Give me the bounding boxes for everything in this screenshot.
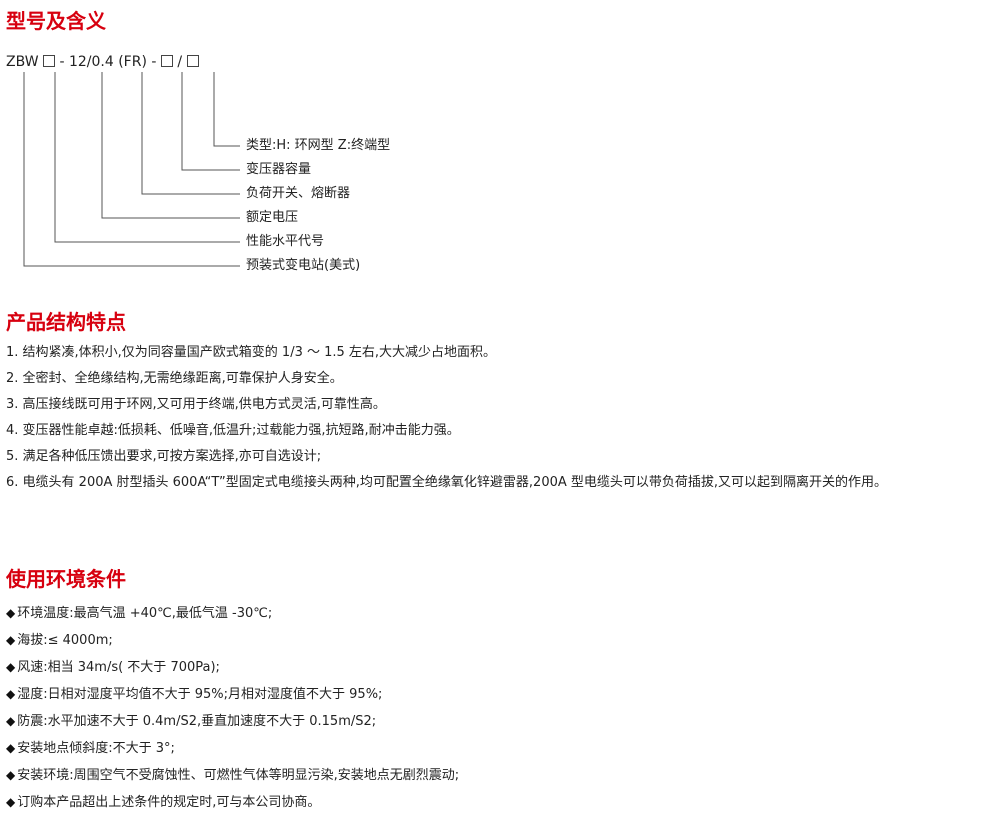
list-item: ◆安装环境:周围空气不受腐蚀性、可燃性气体等明显污染,安装地点无剧烈震动;: [6, 768, 460, 783]
list-item: 3. 高压接线既可用于环网,又可用于终端,供电方式灵活,可靠性高。: [6, 397, 386, 412]
diamond-bullet-icon: ◆: [6, 795, 16, 809]
list-item: 5. 满足各种低压馈出要求,可按方案选择,亦可自选设计;: [6, 449, 322, 464]
model-prefix: ZBW: [6, 54, 39, 70]
diamond-bullet-icon: ◆: [6, 741, 16, 755]
list-item: 1. 结构紧凑,体积小,仅为同容量国产欧式箱变的 1/3 ～ 1.5 左右,大大…: [6, 345, 497, 360]
list-item: ◆海拔:≤ 4000m;: [6, 633, 113, 648]
list-item: 6. 电缆头有 200A 肘型插头 600A“T”型固定式电缆接头两种,均可配置…: [6, 475, 888, 490]
list-item: ◆防震:水平加速不大于 0.4m/S2,垂直加速度不大于 0.15m/S2;: [6, 714, 377, 729]
placeholder-box-type: [186, 55, 199, 67]
diamond-bullet-icon: ◆: [6, 687, 16, 701]
list-item: 4. 变压器性能卓越:低损耗、低噪音,低温升;过载能力强,抗短路,耐冲击能力强。: [6, 423, 460, 438]
placeholder-box-capacity: [160, 55, 173, 67]
diamond-bullet-icon: ◆: [6, 606, 16, 620]
model-middle: - 12/0.4 (FR) -: [59, 54, 157, 70]
list-item: ◆湿度:日相对湿度平均值不大于 95%;月相对湿度值不大于 95%;: [6, 687, 383, 702]
list-item: ◆订购本产品超出上述条件的规定时,可与本公司协商。: [6, 795, 321, 810]
list-item: ◆风速:相当 34m/s( 不大于 700Pa);: [6, 660, 220, 675]
meaning-voltage: 额定电压: [246, 210, 299, 225]
meaning-type: 类型:H: 环网型 Z:终端型: [246, 138, 391, 153]
model-code: ZBW - 12/0.4 (FR) - /: [6, 53, 199, 71]
meaning-substation: 预装式变电站(美式): [246, 258, 361, 273]
diamond-bullet-icon: ◆: [6, 633, 16, 647]
section-title-environment: 使用环境条件: [6, 567, 126, 591]
diamond-bullet-icon: ◆: [6, 660, 16, 674]
list-item: 2. 全密封、全绝缘结构,无需绝缘距离,可靠保护人身安全。: [6, 371, 343, 386]
model-slash: /: [177, 54, 183, 70]
placeholder-box-performance: [43, 55, 55, 67]
meaning-capacity: 变压器容量: [246, 162, 312, 177]
section-title-features: 产品结构特点: [6, 310, 126, 334]
feature-list: 1. 结构紧凑,体积小,仅为同容量国产欧式箱变的 1/3 ～ 1.5 左右,大大…: [6, 340, 994, 496]
model-tree-lines: [23, 72, 240, 267]
diamond-bullet-icon: ◆: [6, 714, 16, 728]
section-title-model: 型号及含义: [6, 9, 106, 33]
list-item: ◆安装地点倾斜度:不大于 3°;: [6, 741, 175, 756]
diamond-bullet-icon: ◆: [6, 768, 16, 782]
list-item: ◆环境温度:最高气温 +40℃,最低气温 -30℃;: [6, 606, 273, 621]
meaning-performance: 性能水平代号: [246, 234, 325, 249]
meaning-switch: 负荷开关、熔断器: [246, 186, 351, 201]
environment-list: ◆环境温度:最高气温 +40℃,最低气温 -30℃; ◆海拔:≤ 4000m; …: [6, 600, 459, 816]
